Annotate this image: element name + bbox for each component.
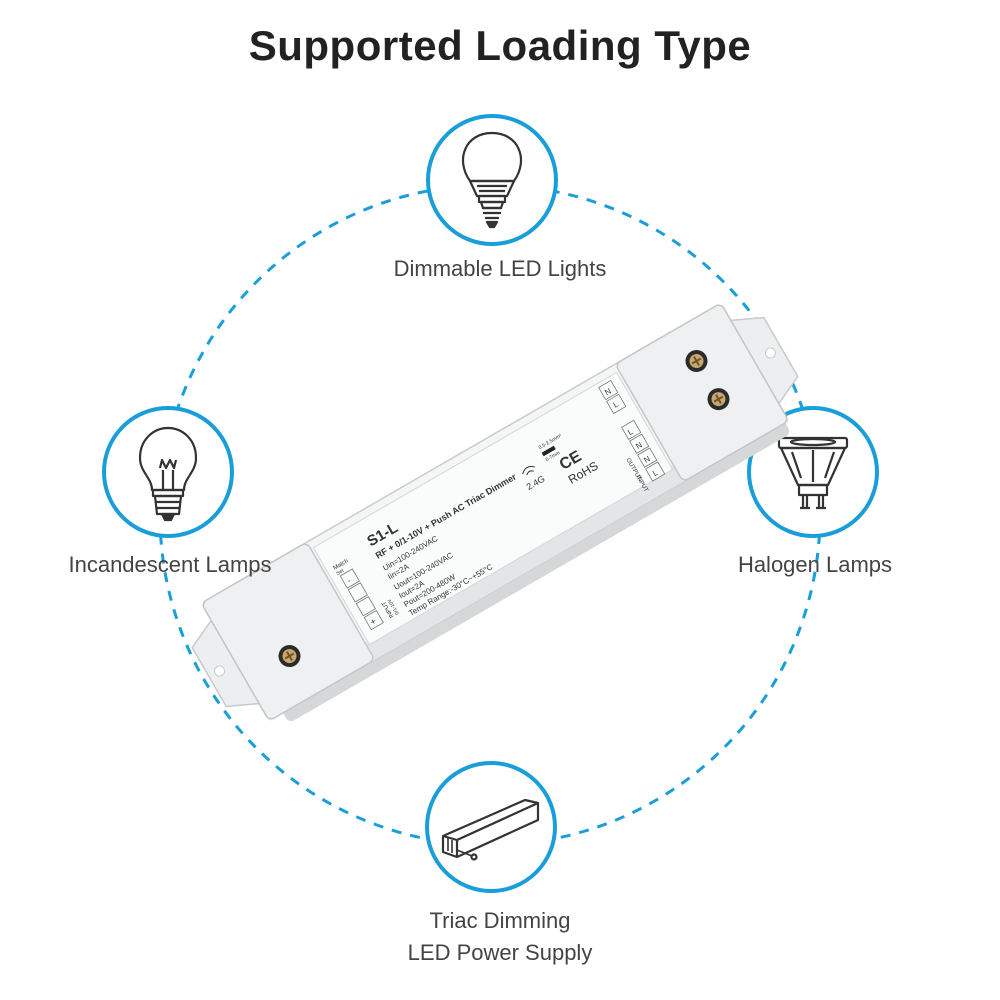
load-label-led: Dimmable LED Lights xyxy=(393,256,607,281)
load-label-power-supply-line2: LED Power Supply xyxy=(407,940,593,965)
term-n-top: N xyxy=(603,386,613,397)
term-n-in: N xyxy=(642,454,652,465)
icon-circle-incandescent xyxy=(102,406,234,538)
load-label-halogen: Halogen Lamps xyxy=(737,552,893,577)
page-title: Supported Loading Type xyxy=(248,22,752,69)
load-label-incandescent: Incandescent Lamps xyxy=(68,552,272,577)
screw-icon xyxy=(707,388,730,411)
load-label-power-supply: Triac Dimming LED Power Supply xyxy=(340,905,660,969)
screw-icon xyxy=(278,645,301,668)
term-l-out: L xyxy=(626,427,635,437)
term-minus: - xyxy=(346,576,353,585)
power-supply-icon xyxy=(441,798,540,861)
wifi-icon xyxy=(522,466,535,476)
terminal-cover-right xyxy=(616,304,788,481)
led-bulb-icon xyxy=(461,131,523,229)
screw-icon xyxy=(685,350,708,373)
icon-circle-power-supply xyxy=(425,761,557,893)
dimmer-device: - + Match Set INPUT 0/1-10V S1-L RF + 0/… xyxy=(191,304,799,722)
incandescent-bulb-icon xyxy=(138,426,198,522)
halogen-lamp-icon xyxy=(777,436,849,510)
terminal-cover-left xyxy=(202,543,374,720)
term-l-in: L xyxy=(651,468,660,478)
term-n-out: N xyxy=(634,440,644,451)
term-l-top: L xyxy=(612,399,621,409)
match-sub: Set xyxy=(336,568,346,577)
load-label-power-supply-line1: Triac Dimming xyxy=(429,908,571,933)
term-plus: + xyxy=(368,616,378,627)
